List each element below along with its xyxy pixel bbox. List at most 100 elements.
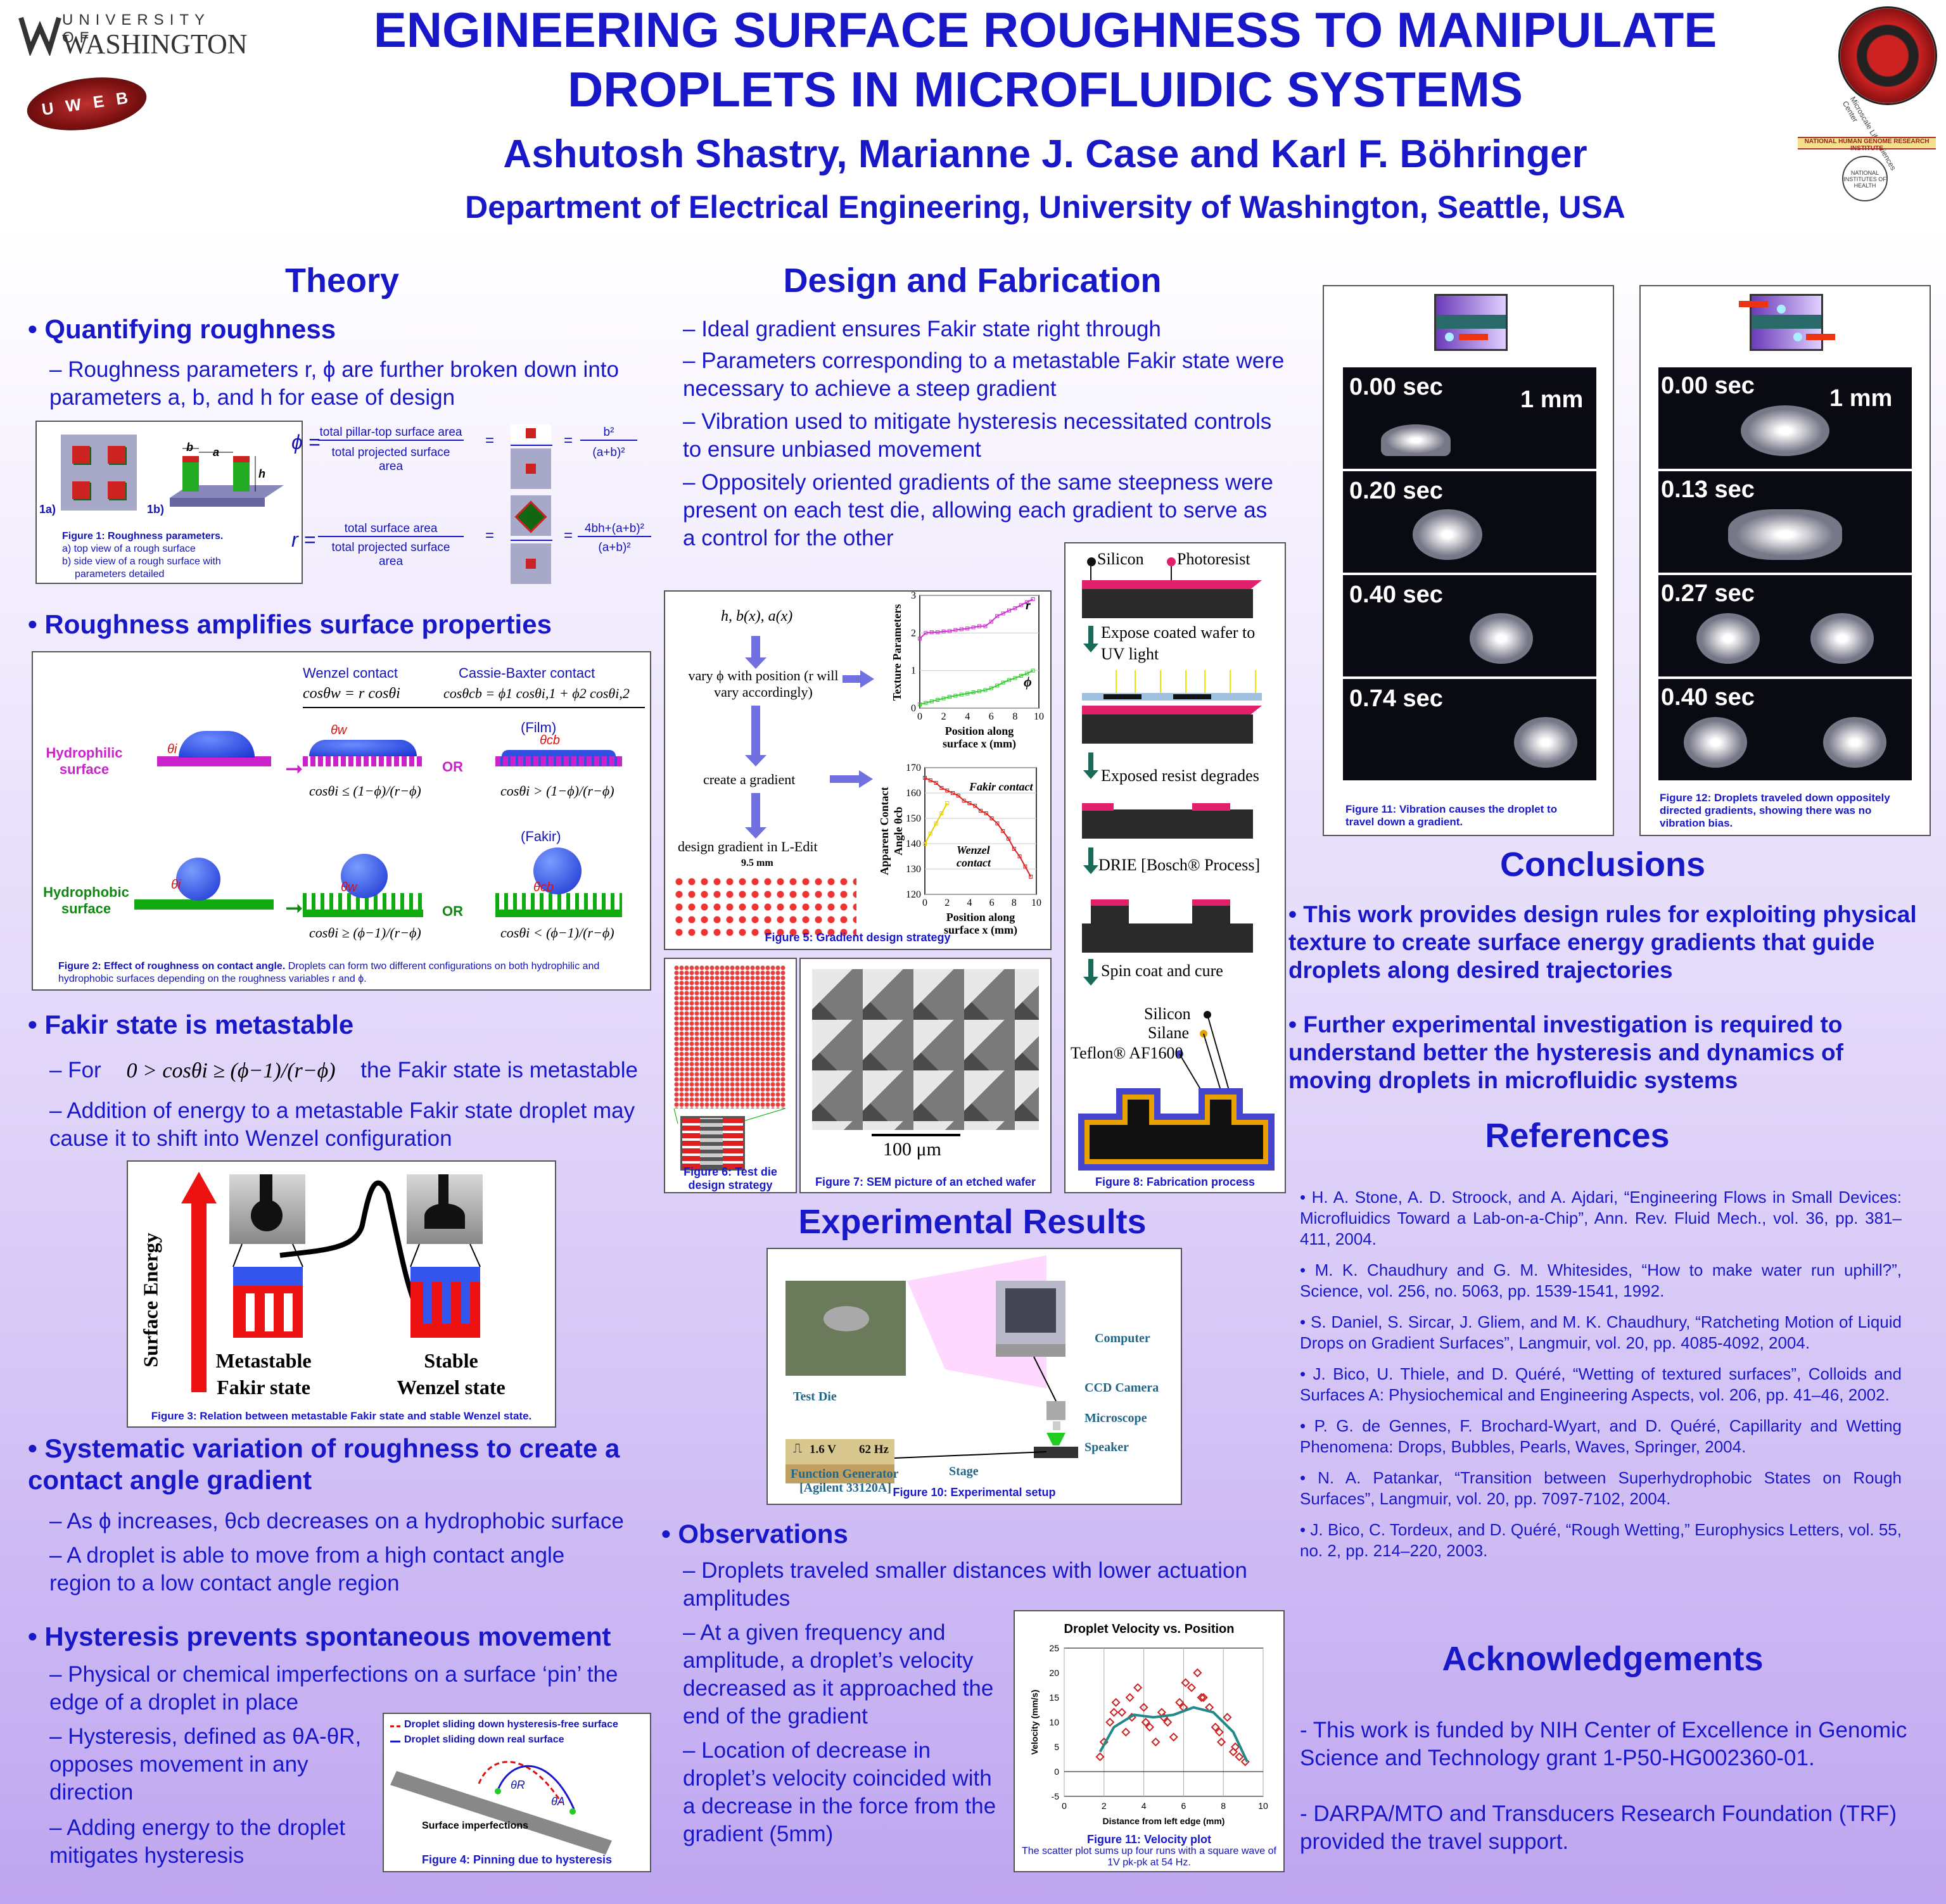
design-bullet-3: – Vibration used to mitigate hysteresis … xyxy=(683,409,1272,462)
data-point xyxy=(936,630,940,635)
reference-item: • P. G. de Gennes, F. Brochard-Wyart, an… xyxy=(1300,1416,1902,1456)
y-tick-label: 10 xyxy=(1049,1717,1059,1727)
data-point xyxy=(971,690,976,695)
data-point xyxy=(1235,1752,1244,1761)
data-point xyxy=(945,801,950,805)
timelapse-photo-8: 0.40 sec xyxy=(1658,679,1912,780)
x-tick-label: 8 xyxy=(1012,898,1017,908)
systematic-bullet-1: – As ϕ increases, θcb decreases on a hyd… xyxy=(49,1509,624,1533)
wenzel-pillars xyxy=(410,1267,480,1338)
series-label-wenzel: Wenzel xyxy=(957,844,990,856)
theory-heading-fakir: • Fakir state is metastable xyxy=(28,1010,354,1039)
x-tick-label: 0 xyxy=(1062,1801,1067,1811)
fig5-arrows xyxy=(745,636,874,839)
timelapse-photo-2: 0.20 sec xyxy=(1343,471,1596,573)
data-point xyxy=(989,686,993,690)
y-axis-label: Angle θcb xyxy=(892,807,905,856)
series-label-phi: ϕ xyxy=(1024,674,1032,690)
y-tick-label: 3 xyxy=(911,592,916,601)
y-tick-label: 170 xyxy=(906,763,921,773)
hysteresis-bullet-1: – Physical or chemical imperfections on … xyxy=(49,1662,618,1715)
data-point xyxy=(1199,1692,1208,1703)
timelapse-photo-3: 0.40 sec xyxy=(1343,575,1596,676)
x-tick-label: 2 xyxy=(944,898,950,908)
data-point xyxy=(951,791,955,795)
data-point xyxy=(1019,603,1023,607)
data-point xyxy=(1095,1752,1105,1761)
data-point xyxy=(995,614,1000,618)
data-point xyxy=(1211,1722,1220,1732)
data-point xyxy=(967,801,972,805)
hydrophobic-surface-3 xyxy=(495,893,622,917)
fakir-pillars xyxy=(233,1267,303,1338)
data-point xyxy=(934,822,938,825)
silicon-legend-dot xyxy=(1087,557,1096,566)
data-point xyxy=(1163,1717,1173,1727)
data-point xyxy=(924,701,928,705)
y-tick-label: -5 xyxy=(1052,1791,1060,1801)
y-tick-label: 130 xyxy=(906,864,921,875)
r-equation: r = total surface area total projected s… xyxy=(289,495,656,584)
figure-7: 100 μm Figure 7: SEM picture of an etche… xyxy=(799,958,1052,1193)
fakir-photo xyxy=(229,1174,305,1244)
data-point xyxy=(923,842,927,846)
data-point xyxy=(1109,1708,1119,1717)
y-axis-label: Apparent Contact xyxy=(878,787,891,875)
data-point xyxy=(1223,1713,1232,1722)
data-point xyxy=(971,625,976,630)
data-point xyxy=(965,626,970,631)
data-point xyxy=(1025,600,1029,604)
x-tick-label: 10 xyxy=(1258,1801,1268,1811)
fig10-diagram xyxy=(785,1255,1078,1483)
x-tick-label: 8 xyxy=(1012,711,1017,722)
fig4-diagram xyxy=(390,1761,612,1855)
theory-title: Theory xyxy=(284,262,400,300)
data-point xyxy=(918,702,922,707)
chart-title: Droplet Velocity vs. Position xyxy=(1064,1622,1235,1636)
data-point xyxy=(959,692,963,697)
data-point xyxy=(1117,1708,1127,1717)
design-bullet-2: – Parameters corresponding to a metastab… xyxy=(683,348,1285,401)
theory-heading-hysteresis: • Hysteresis prevents spontaneous moveme… xyxy=(28,1622,611,1651)
data-point xyxy=(983,688,988,692)
data-point xyxy=(1193,1668,1202,1678)
fig8-process-diagram xyxy=(1078,566,1275,1171)
x-tick-label: 8 xyxy=(1221,1801,1226,1811)
uweb-logo: U W E B xyxy=(23,70,150,137)
design-bullet-4: – Oppositely oriented gradients of the s… xyxy=(683,470,1273,550)
data-point xyxy=(989,619,993,624)
department: Department of Electrical Engineering, Un… xyxy=(465,189,1625,225)
reference-item: • M. K. Chaudhury and G. M. Whitesides, … xyxy=(1300,1260,1902,1300)
data-point xyxy=(973,804,977,808)
data-point xyxy=(1216,1737,1226,1747)
data-point xyxy=(924,631,928,635)
hydrophilic-surface-1 xyxy=(157,756,271,766)
theory-heading-systematic: • Systematic variation of roughness to c… xyxy=(28,1433,620,1495)
x-tick-label: 0 xyxy=(922,898,927,908)
series-line xyxy=(924,803,948,844)
x-tick-label: 4 xyxy=(965,711,970,722)
y-tick-label: 140 xyxy=(906,839,921,849)
scale-bar xyxy=(872,1134,960,1136)
data-point xyxy=(1013,676,1017,680)
droplet-ball-1 xyxy=(176,858,220,901)
data-point xyxy=(948,629,951,633)
systematic-bullet-2: – A droplet is able to move from a high … xyxy=(49,1543,565,1596)
series-line xyxy=(919,599,1034,639)
fig4-legend-solid-icon xyxy=(390,1741,400,1742)
data-point xyxy=(1181,1678,1190,1687)
data-point xyxy=(936,697,940,702)
data-point xyxy=(948,695,951,699)
data-point xyxy=(1007,837,1010,841)
y-tick-label: 5 xyxy=(1054,1742,1059,1752)
nhgri-logo: NATIONAL HUMAN GENOME RESEARCH INSTITUTE xyxy=(1798,137,1936,152)
y-tick-label: 160 xyxy=(906,788,921,799)
data-point xyxy=(1031,597,1035,601)
data-point xyxy=(977,689,981,694)
data-point xyxy=(941,629,946,633)
data-point xyxy=(983,624,988,628)
data-point xyxy=(939,786,944,790)
timelapse-photo-4: 0.74 sec xyxy=(1343,679,1596,780)
